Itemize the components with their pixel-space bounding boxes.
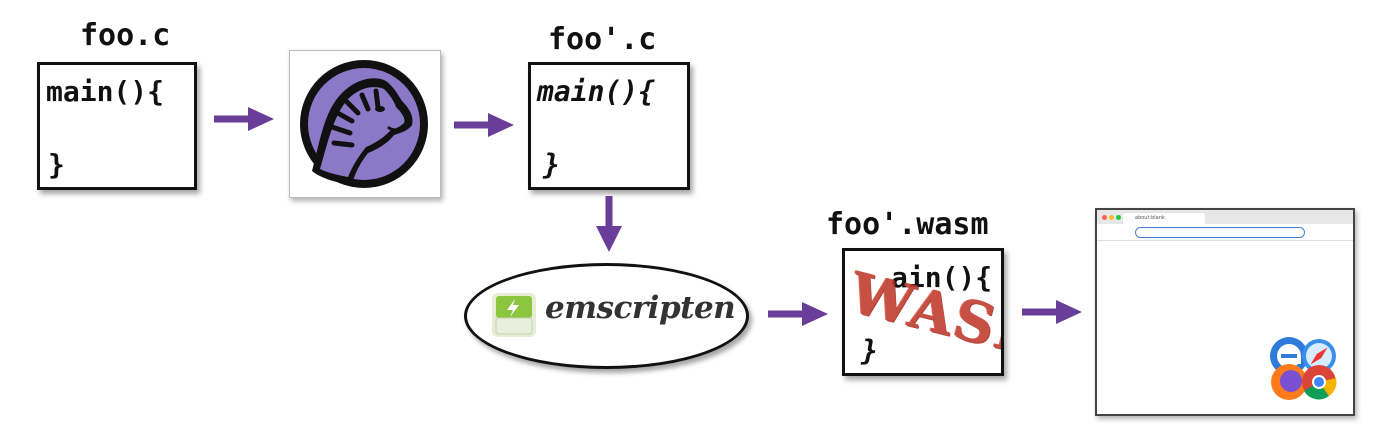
window-maximize-icon	[1116, 215, 1121, 220]
arrow-transformed-to-emscripten	[596, 196, 622, 252]
transformed-code-box: main(){ }	[528, 62, 690, 190]
tiger-logo-frame	[289, 50, 441, 198]
tiger-head-icon	[300, 60, 428, 188]
emscripten-node: emscripten	[464, 263, 749, 369]
emscripten-logo-icon	[492, 293, 536, 337]
safari-icon	[1302, 339, 1336, 373]
window-minimize-icon	[1109, 215, 1114, 220]
arrow-source-to-tiger	[214, 107, 274, 131]
window-close-icon	[1102, 215, 1107, 220]
edge-icon	[1270, 337, 1308, 375]
source-code-line1: main(){	[46, 75, 165, 108]
browser-toolbar	[1097, 224, 1353, 241]
source-code-box: main(){ }	[37, 62, 197, 190]
arrow-wasm-to-browser	[1022, 300, 1082, 324]
browser-window: about:blank	[1095, 208, 1355, 416]
transformed-code-line2: }	[543, 148, 560, 181]
browser-address-bar	[1135, 227, 1305, 238]
chrome-icon	[1302, 365, 1337, 400]
source-file-title: foo.c	[80, 18, 171, 53]
wasm-code-line1: ain(){	[891, 261, 993, 294]
arrow-emscripten-to-wasm	[768, 302, 828, 326]
wasm-code-box: ain(){ } WASM	[842, 248, 1004, 376]
browser-tab: about:blank	[1123, 213, 1205, 224]
browser-logos	[1270, 337, 1337, 400]
emscripten-label: emscripten	[545, 290, 736, 326]
transformed-file-title: foo'.c	[548, 22, 657, 57]
firefox-icon	[1271, 364, 1307, 400]
browser-tab-bar: about:blank	[1097, 210, 1353, 224]
transformed-code-line1: main(){	[537, 75, 656, 108]
source-code-line2: }	[48, 148, 65, 181]
wasm-code-line2: }	[861, 334, 878, 367]
arrow-tiger-to-transformed	[454, 113, 514, 137]
wasm-file-title: foo'.wasm	[826, 207, 989, 242]
